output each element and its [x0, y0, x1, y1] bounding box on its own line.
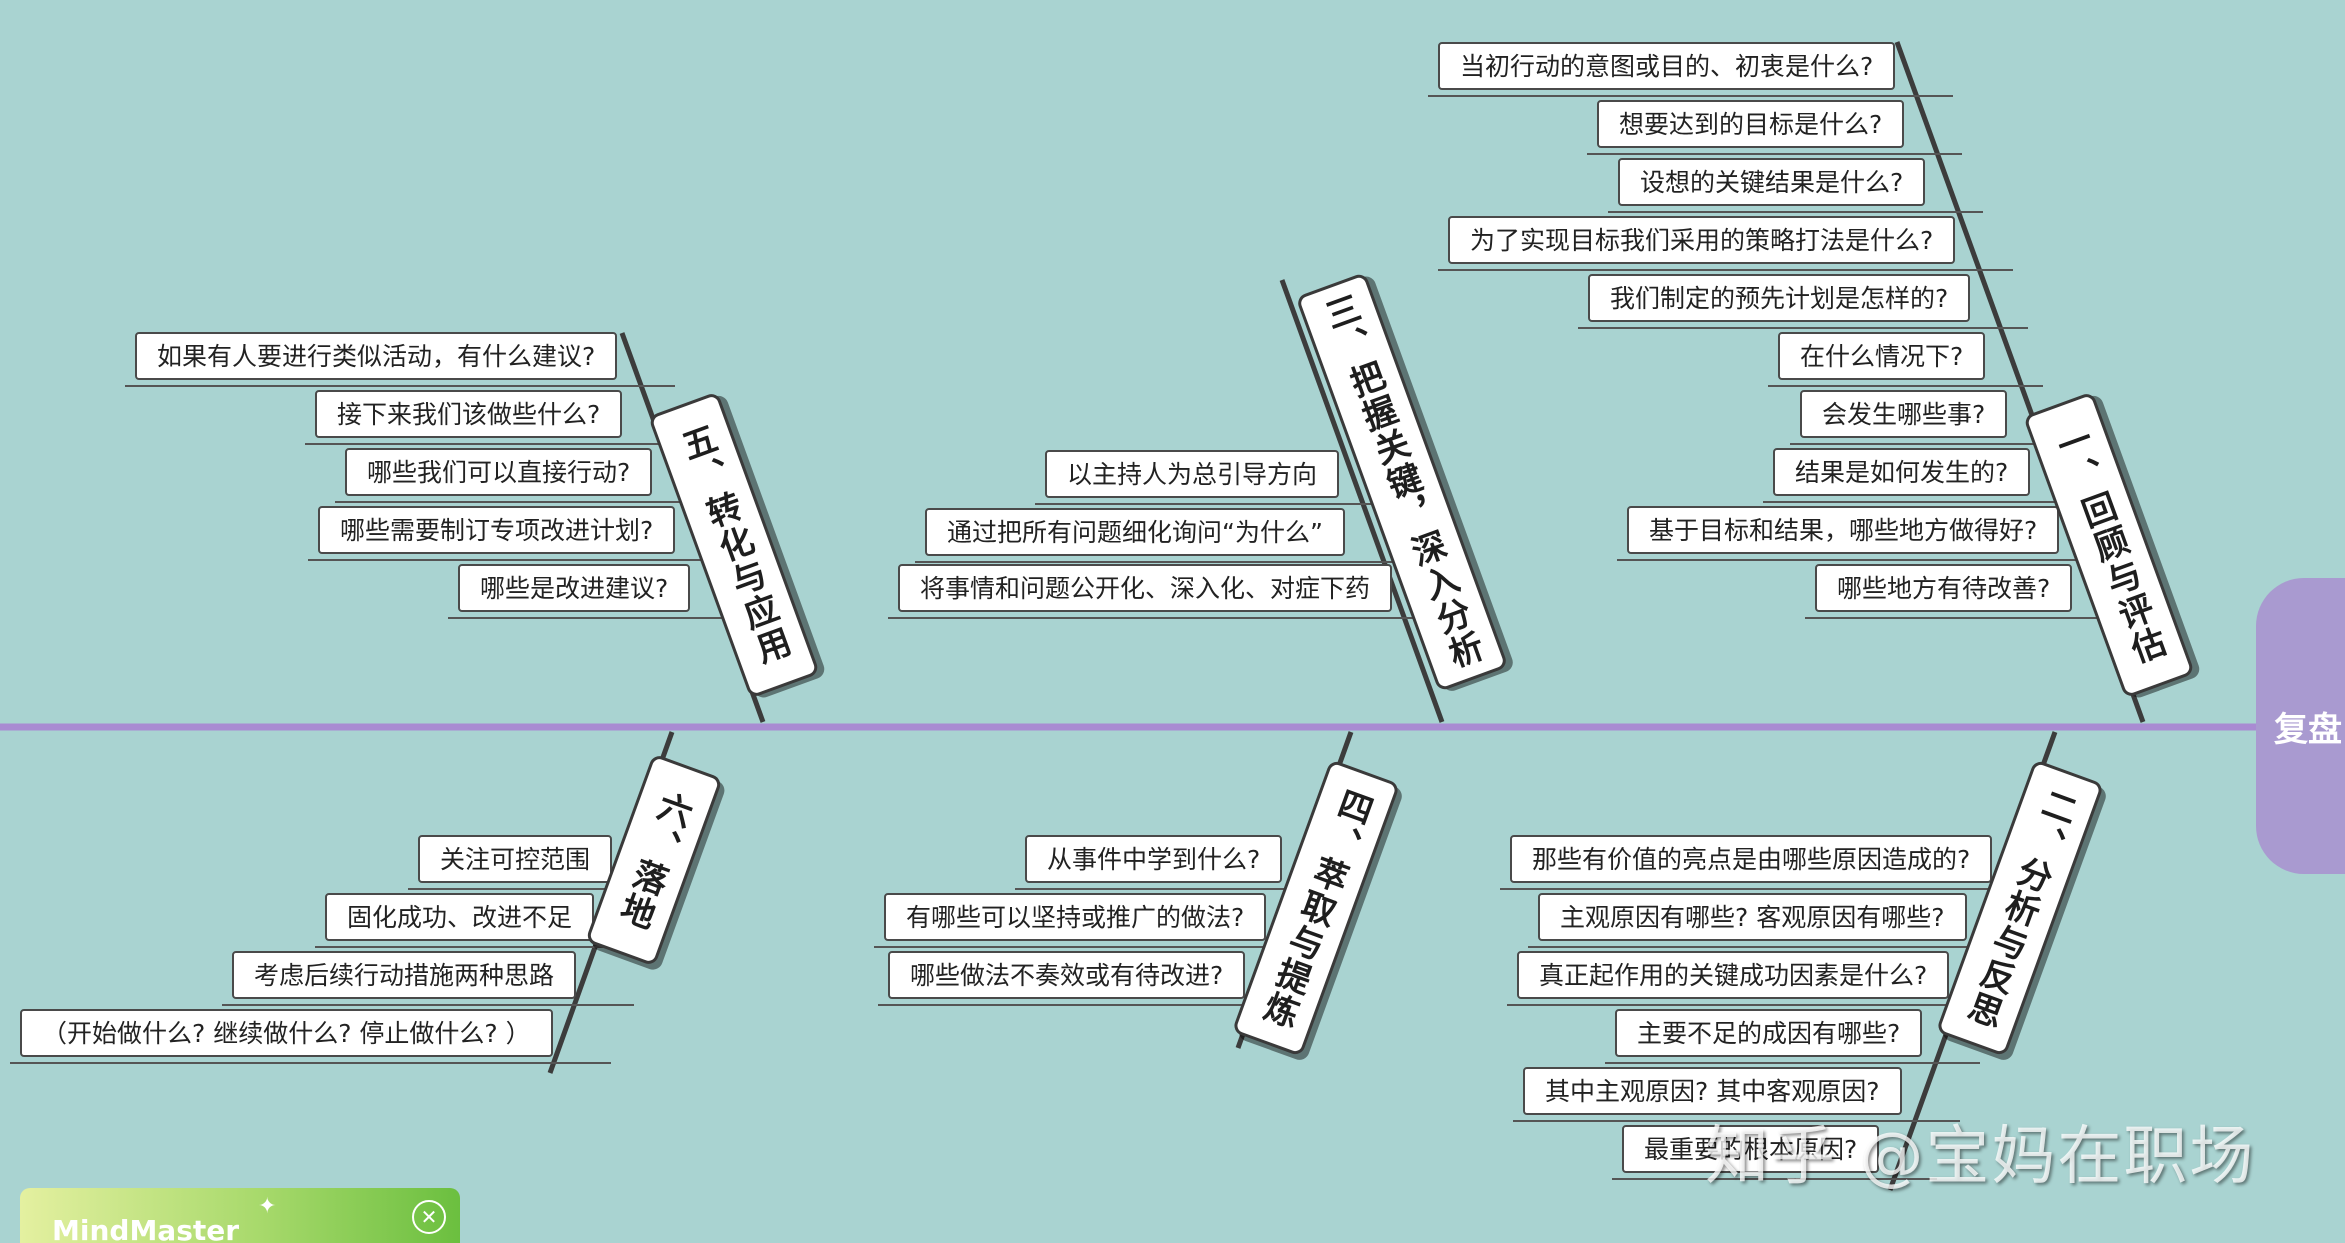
cause-item: 我们制定的预先计划是怎样的? — [1577, 274, 2029, 329]
cause-item: 结果是如何发生的? — [1762, 448, 2089, 503]
cause-item: 有哪些可以坚持或推广的做法? — [873, 893, 1325, 948]
cause-item: 如果有人要进行类似活动，有什么建议? — [124, 332, 676, 387]
cause-item: 关注可控范围 — [407, 835, 671, 890]
cause-item: 其中主观原因? 其中客观原因? — [1513, 1067, 1959, 1122]
cause-item: 基于目标和结果，哪些地方做得好? — [1616, 506, 2118, 561]
cause-item: 设想的关键结果是什么? — [1607, 158, 1984, 213]
cause-item: 通过把所有问题细化询问“为什么” — [915, 508, 1403, 563]
cause-item: 真正起作用的关键成功因素是什么? — [1506, 951, 2008, 1006]
cause-item: 会发生哪些事? — [1789, 390, 2066, 445]
cause-item: （开始做什么? 继续做什么? 停止做什么? ） — [10, 1009, 611, 1064]
cause-item: 哪些是改进建议? — [447, 564, 749, 619]
cause-item: 想要达到的目标是什么? — [1586, 100, 1963, 155]
cause-item: 主要不足的成因有哪些? — [1604, 1009, 1981, 1064]
central-topic[interactable]: 复盘 — [2256, 578, 2345, 874]
sparkle-icon: ✦ — [258, 1194, 277, 1219]
close-icon[interactable]: ✕ — [412, 1200, 446, 1234]
cause-item: 最重要的根本原因? — [1611, 1125, 1938, 1180]
cause-item: 从事件中学到什么? — [1014, 835, 1341, 890]
watermark: 知乎 @宝妈在职场 — [1705, 1120, 2256, 1194]
central-topic-text: 复盘 — [2274, 709, 2342, 750]
cause-item: 哪些我们可以直接行动? — [334, 448, 711, 503]
cause-item: 那些有价值的亮点是由哪些原因造成的? — [1499, 835, 2051, 890]
cause-item: 将事情和问题公开化、深入化、对症下药 — [887, 564, 1451, 619]
cause-item: 主观原因有哪些? 客观原因有哪些? — [1528, 893, 2024, 948]
cause-item: 固化成功、改进不足 — [314, 893, 653, 948]
cause-item: 考虑后续行动措施两种思路 — [221, 951, 635, 1006]
cause-item: 为了实现目标我们采用的策略打法是什么? — [1437, 216, 2014, 271]
cause-item: 哪些需要制订专项改进计划? — [307, 506, 734, 561]
cause-item: 接下来我们该做些什么? — [304, 390, 681, 445]
bone-line-3 — [1279, 279, 1445, 723]
cause-item: 以主持人为总引导方向 — [1034, 450, 1398, 505]
app-badge: ✦ MindMaster ✕ — [20, 1188, 460, 1243]
app-badge-text: MindMaster — [52, 1214, 240, 1243]
cause-item: 在什么情况下? — [1767, 332, 2044, 387]
cause-item: 哪些地方有待改善? — [1804, 564, 2131, 619]
cause-item: 当初行动的意图或目的、初衷是什么? — [1427, 42, 1954, 97]
cause-item: 哪些做法不奏效或有待改进? — [877, 951, 1304, 1006]
